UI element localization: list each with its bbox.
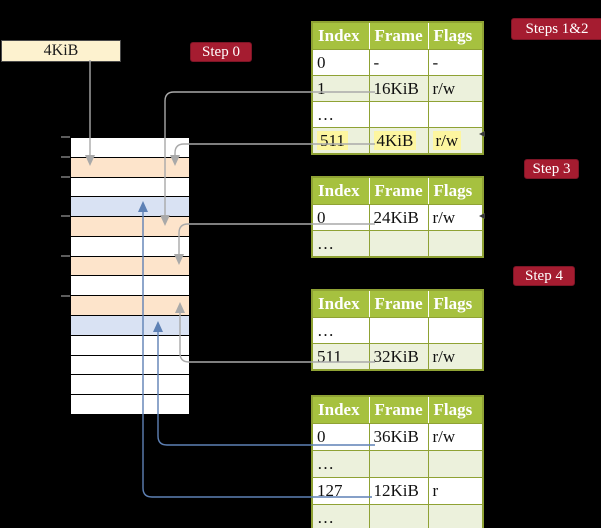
table-row: … — [311, 450, 484, 478]
cell: - — [368, 49, 429, 76]
column-header: Index — [311, 176, 370, 205]
table-row: … — [311, 230, 484, 258]
column-header: Frame — [368, 395, 429, 424]
column-header: Flags — [427, 176, 484, 205]
memory-row-0 — [71, 138, 189, 158]
table-row: 0-- — [311, 49, 484, 76]
steps-1-2-badge: Steps 1&2 — [511, 18, 601, 40]
cell: 511 — [311, 343, 370, 371]
cell: 24KiB — [368, 204, 429, 231]
cell: 0 — [311, 423, 370, 451]
cell — [427, 504, 484, 528]
step-3-badge: Step 3 — [524, 159, 579, 179]
cell: … — [311, 230, 370, 258]
cell — [427, 317, 484, 344]
cell: 4KiB — [368, 127, 429, 155]
column-header: Frame — [368, 176, 429, 205]
cell: 12KiB — [368, 477, 429, 505]
cell — [427, 101, 484, 128]
cell: 16KiB — [368, 75, 429, 102]
base-address-label: 4KiB — [43, 42, 79, 59]
cell: … — [311, 317, 370, 344]
base-address-box: 4KiB — [1, 40, 121, 62]
cell: r/w — [427, 75, 484, 102]
cell — [368, 504, 429, 528]
memory-row-3 — [71, 197, 189, 218]
cell — [427, 230, 484, 258]
cell: 36KiB — [368, 423, 429, 451]
column-header: Flags — [427, 21, 484, 50]
cell: r — [427, 477, 484, 505]
cell: 32KiB — [368, 343, 429, 371]
cell — [368, 101, 429, 128]
memory-row-8 — [71, 296, 189, 317]
memory-row-13 — [71, 395, 189, 414]
cell — [368, 317, 429, 344]
column-header: Index — [311, 21, 370, 50]
cell: r/w — [427, 423, 484, 451]
cell: … — [311, 504, 370, 528]
cell: r/w — [427, 127, 484, 155]
memory-row-4 — [71, 217, 189, 237]
cell: 127 — [311, 477, 370, 505]
memory-row-9 — [71, 316, 189, 336]
memory-row-5 — [71, 236, 189, 257]
step-0-label: Step 0 — [202, 43, 240, 60]
column-header: Frame — [368, 21, 429, 50]
column-header: Flags — [427, 289, 484, 318]
highlighted-value: 511 — [317, 130, 348, 150]
cell: 1 — [311, 75, 370, 102]
memory-row-12 — [71, 375, 189, 396]
table-row: … — [311, 504, 484, 528]
memory-row-6 — [71, 256, 189, 277]
cell: 511 — [311, 127, 370, 155]
column-header: Frame — [368, 289, 429, 318]
step-3-label: Step 3 — [532, 160, 571, 177]
memory-row-10 — [71, 335, 189, 356]
table-row: … — [311, 317, 484, 344]
cell — [368, 450, 429, 478]
cell: 0 — [311, 49, 370, 76]
cell: r/w — [427, 343, 484, 371]
cell: - — [427, 49, 484, 76]
cell: … — [311, 450, 370, 478]
highlighted-value: 4KiB — [373, 130, 417, 150]
cell: … — [311, 101, 370, 128]
column-header: Flags — [427, 395, 484, 424]
table-row: … — [311, 101, 484, 128]
physical-memory-stack — [70, 137, 190, 415]
cell: 0 — [311, 204, 370, 231]
step-4-label: Step 4 — [525, 267, 563, 284]
cell — [427, 450, 484, 478]
memory-row-1 — [71, 157, 189, 178]
highlighted-value: r/w — [432, 130, 462, 150]
address-ticks — [61, 136, 70, 297]
memory-row-2 — [71, 177, 189, 198]
steps-1-2-label: Steps 1&2 — [525, 20, 589, 37]
memory-row-11 — [71, 355, 189, 376]
step-0-badge: Step 0 — [190, 42, 252, 62]
memory-row-7 — [71, 276, 189, 297]
table-row: 511 4KiB r/w — [311, 127, 484, 155]
column-header: Index — [311, 289, 370, 318]
cell — [368, 230, 429, 258]
cell: r/w — [427, 204, 484, 231]
step-4-badge: Step 4 — [513, 266, 575, 286]
column-header: Index — [311, 395, 370, 424]
